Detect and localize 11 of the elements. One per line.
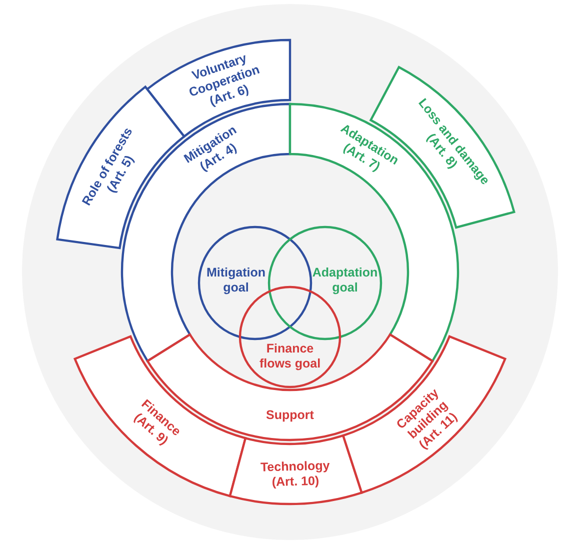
venn-circle — [268, 226, 382, 340]
venn-circle — [198, 226, 312, 340]
outer-ring-segment — [74, 335, 247, 498]
segment-label: Technology (Art. 10) — [260, 458, 330, 490]
segment-label: Mitigation goal — [206, 266, 266, 294]
segment-label: Finance flows goal — [259, 342, 321, 370]
segment-label: Adaptation goal — [312, 266, 378, 294]
segment-label: Support — [266, 408, 314, 422]
outer-ring-segment — [56, 86, 186, 250]
outer-ring-segment — [342, 335, 506, 494]
outer-ring-segment — [228, 434, 363, 505]
